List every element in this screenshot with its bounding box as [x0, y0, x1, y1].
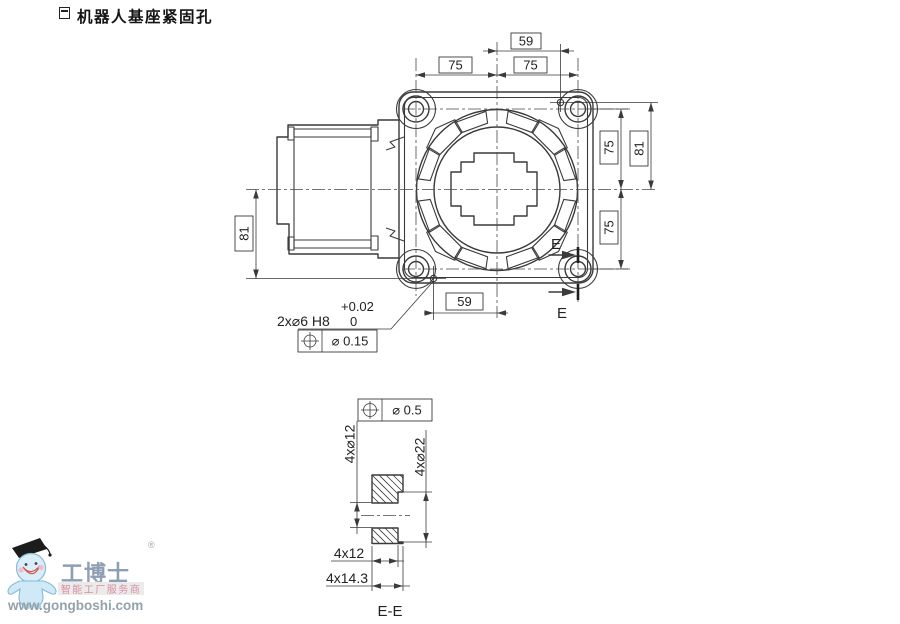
dim-label: 81 — [632, 141, 647, 155]
dim-label: 4x⌀22 — [412, 437, 428, 476]
section-view: ⌀ 0.5 4x⌀12 — [326, 398, 433, 620]
dim-right-75s: 75 75 — [590, 108, 628, 270]
logo-tagline-band: 智能工厂服务商 — [58, 582, 144, 596]
section-markers: E E — [548, 236, 580, 322]
logo-tagline: 智能工厂服务商 — [60, 585, 142, 596]
dim-total-depth: 4x14.3 — [326, 546, 410, 591]
feature-control-frame: ⌀ 0.15 — [297, 329, 378, 353]
dim-label: 59 — [519, 34, 533, 49]
counterbore-cross-section — [361, 474, 410, 545]
dim-label: 59 — [457, 294, 471, 309]
dim-label: 81 — [237, 226, 252, 240]
dim-counterbore-diameter: 4x⌀22 — [402, 430, 432, 548]
dim-label: 4x14.3 — [326, 570, 368, 586]
dim-counterbore-depth: 4x12 — [331, 545, 404, 591]
dim-top-75s: 75 75 — [416, 56, 578, 78]
dim-top-59: 59 — [483, 32, 574, 54]
fcf-value: ⌀ 0.5 — [392, 403, 422, 418]
page-title: 机器人基座紧固孔 — [77, 9, 214, 26]
pin-note: 2x⌀6 H8 +0.02 0 ⌀ 0.15 — [277, 280, 434, 353]
section-title: E-E — [377, 603, 402, 620]
position-tolerance-icon — [301, 332, 319, 350]
dim-label: 75 — [523, 58, 537, 73]
center-opening — [450, 152, 538, 226]
hatching — [371, 474, 404, 544]
base-plate-top-view — [246, 42, 658, 320]
tolerance-upper: +0.02 — [341, 299, 374, 314]
feature-control-frame-section: ⌀ 0.5 — [357, 398, 433, 422]
logo-website: www.gongboshi.com — [8, 598, 144, 613]
plate-outline — [385, 88, 599, 290]
dim-label: 4x⌀12 — [342, 424, 358, 463]
dim-label: 75 — [448, 58, 462, 73]
registered-trademark: ® — [148, 540, 155, 550]
logo-mascot — [7, 538, 57, 609]
graduation-cap-icon — [12, 538, 47, 558]
logo-brand-text: 工博士 — [61, 561, 131, 586]
centerlines — [246, 42, 658, 320]
document-icon — [59, 7, 70, 19]
dim-label: 4x12 — [334, 545, 365, 561]
dimensions-main-view: 59 75 75 — [234, 32, 654, 316]
dim-bottom-59: 59 — [424, 292, 508, 316]
dim-hole-diameter: 4x⌀12 — [342, 421, 372, 534]
tolerance-lower: 0 — [350, 314, 357, 329]
fcf-value: ⌀ 0.15 — [332, 334, 369, 349]
section-letter-bottom: E — [557, 305, 567, 322]
position-tolerance-icon — [361, 401, 379, 419]
dim-left-81: 81 — [234, 189, 259, 279]
section-letter-top: E — [551, 236, 561, 253]
pin-note-text: 2x⌀6 H8 — [277, 313, 330, 329]
dim-right-81: 81 — [629, 102, 654, 190]
dim-label: 75 — [602, 220, 617, 234]
connector-housing — [276, 119, 400, 259]
dim-label: 75 — [602, 140, 617, 154]
